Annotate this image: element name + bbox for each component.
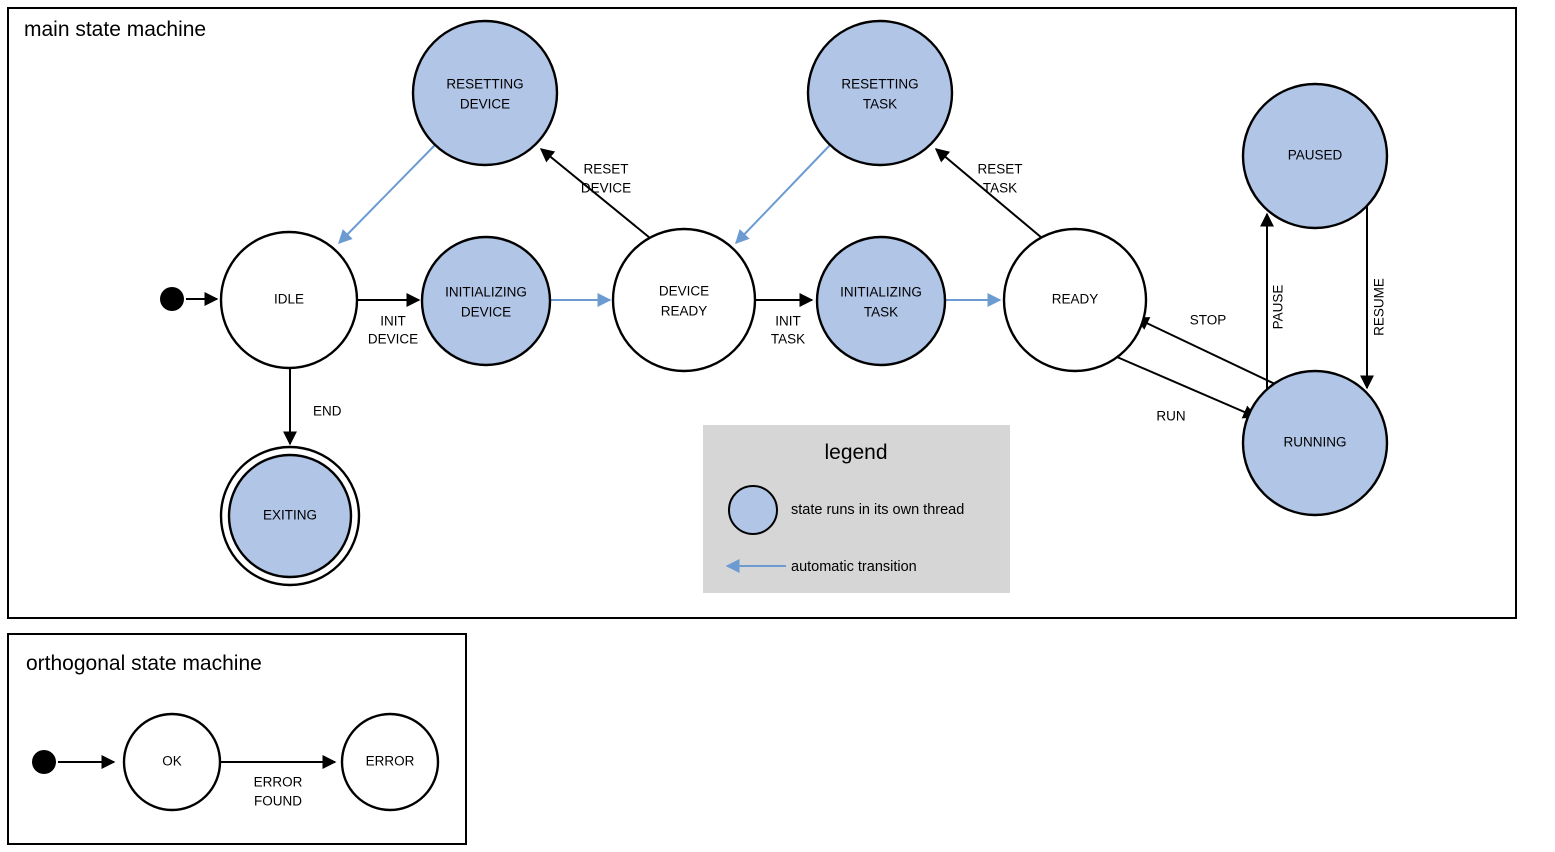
- state-label: DEVICE: [460, 97, 510, 112]
- state-circle[interactable]: [340, 712, 440, 812]
- main-machine-title: main state machine: [24, 18, 206, 41]
- transition-resetting-device-to-idle: [338, 144, 436, 245]
- state-circle[interactable]: [227, 453, 353, 579]
- edge-label: INIT: [380, 314, 406, 329]
- edge-line: [934, 148, 1043, 239]
- state-circle[interactable]: [420, 235, 552, 367]
- state-node-resetting-task[interactable]: RESETTING TASK: [806, 19, 954, 167]
- transition-ready-to-resetting-task: RESET TASK: [934, 148, 1043, 239]
- state-label: RESETTING: [446, 77, 523, 92]
- edge-label: END: [313, 404, 342, 419]
- state-circle[interactable]: [806, 19, 954, 167]
- state-node-running[interactable]: RUNNING: [1241, 369, 1389, 517]
- edge-line: [1116, 356, 1258, 419]
- state-node-error[interactable]: ERROR: [340, 712, 440, 812]
- state-label: ERROR: [366, 754, 415, 769]
- legend-item-label: automatic transition: [791, 559, 917, 575]
- edge-label: RESUME: [1372, 278, 1387, 336]
- state-circle[interactable]: [122, 712, 222, 812]
- edge-line: [539, 148, 651, 239]
- transition-ready-to-running: RUN: [1116, 356, 1258, 424]
- edge-line: [338, 144, 436, 245]
- state-node-resetting-device[interactable]: RESETTING DEVICE: [411, 19, 559, 167]
- transition-running-to-paused: PAUSE: [1260, 212, 1286, 400]
- state-label: READY: [661, 304, 708, 319]
- state-label: DEVICE: [461, 305, 511, 320]
- state-label: TASK: [863, 97, 897, 112]
- state-node-device-ready[interactable]: DEVICE READY: [611, 227, 757, 373]
- edge-label: FOUND: [254, 794, 302, 809]
- state-node-ok[interactable]: OK: [122, 712, 222, 812]
- edge-label: STOP: [1190, 313, 1227, 328]
- legend-item-label: state runs in its own thread: [791, 502, 964, 518]
- state-label: DEVICE: [659, 284, 709, 299]
- state-circle[interactable]: [219, 230, 359, 370]
- state-circle[interactable]: [1241, 82, 1389, 230]
- edge-line: [735, 144, 831, 245]
- state-label: INITIALIZING: [445, 285, 527, 300]
- edge-label: RUN: [1156, 409, 1185, 424]
- state-label: RESETTING: [841, 77, 918, 92]
- state-node-exiting[interactable]: EXITING: [219, 445, 361, 587]
- state-label: OK: [162, 754, 182, 769]
- state-circle[interactable]: [1241, 369, 1389, 517]
- initial-state-marker: [32, 750, 56, 774]
- state-node-idle[interactable]: IDLE: [219, 230, 359, 370]
- legend-item-auto-transition: automatic transition: [725, 559, 917, 575]
- transition-device-ready-to-initializing-task: INIT TASK: [755, 293, 814, 347]
- edge-label: TASK: [983, 181, 1017, 196]
- initial-state-marker: [160, 287, 184, 311]
- edge-label: ERROR: [254, 775, 303, 790]
- edge-label: DEVICE: [368, 332, 418, 347]
- state-circle[interactable]: [815, 235, 947, 367]
- state-label: TASK: [864, 305, 898, 320]
- legend-title: legend: [824, 441, 887, 464]
- edge-label: INIT: [775, 314, 801, 329]
- thread-state-swatch-icon: [728, 485, 778, 535]
- state-node-initializing-device[interactable]: INITIALIZING DEVICE: [420, 235, 552, 367]
- state-label: INITIALIZING: [840, 285, 922, 300]
- state-node-initializing-task[interactable]: INITIALIZING TASK: [815, 235, 947, 367]
- state-node-paused[interactable]: PAUSED: [1241, 82, 1389, 230]
- transition-resetting-task-to-device-ready: [735, 144, 831, 245]
- state-circle[interactable]: [611, 227, 757, 373]
- state-label: RUNNING: [1284, 435, 1347, 450]
- transition-paused-to-running: RESUME: [1360, 205, 1387, 390]
- transition-device-ready-to-resetting-device: RESET DEVICE: [539, 148, 651, 239]
- legend-item-thread-state: state runs in its own thread: [728, 485, 964, 535]
- state-circle[interactable]: [1002, 227, 1148, 373]
- legend: legend state runs in its own thread auto…: [703, 425, 1010, 593]
- orthogonal-machine-title: orthogonal state machine: [26, 652, 262, 675]
- transition-idle-to-initializing-device: INIT DEVICE: [357, 293, 421, 347]
- state-label: EXITING: [263, 508, 317, 523]
- edge-label: TASK: [771, 332, 805, 347]
- state-label: IDLE: [274, 292, 304, 307]
- state-label: READY: [1052, 292, 1099, 307]
- transition-running-to-ready: STOP: [1134, 313, 1276, 385]
- edge-label: RESET: [977, 162, 1022, 177]
- state-node-ready[interactable]: READY: [1002, 227, 1148, 373]
- edge-label: DEVICE: [581, 181, 631, 196]
- edge-label: PAUSE: [1271, 285, 1286, 330]
- transition-ok-to-error: ERROR FOUND: [220, 755, 337, 809]
- state-label: PAUSED: [1288, 148, 1343, 163]
- edge-label: RESET: [583, 162, 628, 177]
- edge-line: [1134, 317, 1276, 385]
- transition-idle-to-exiting: END: [283, 368, 342, 446]
- state-circle[interactable]: [411, 19, 559, 167]
